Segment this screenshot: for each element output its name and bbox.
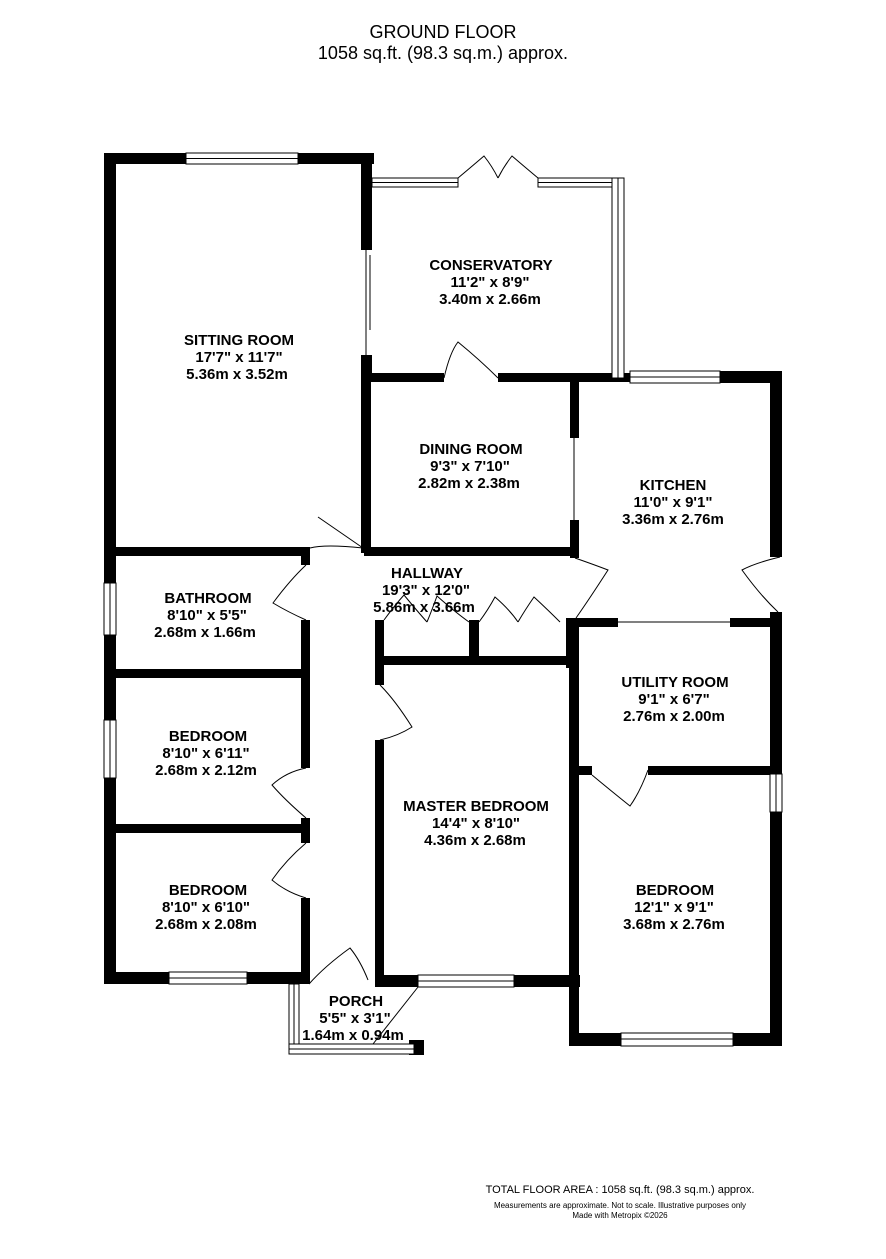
room-metric: 2.68m x 1.66m	[154, 624, 256, 641]
room-bedroom-1: BEDROOM 12'1" x 9'1" 3.68m x 2.76m	[623, 882, 725, 933]
room-dining-room: DINING ROOM 9'3" x 7'10" 2.82m x 2.38m	[418, 441, 523, 492]
room-metric: 1.64m x 0.94m	[302, 1027, 404, 1044]
room-imperial: 19'3" x 12'0"	[382, 582, 470, 599]
room-imperial: 8'10" x 5'5"	[167, 607, 247, 624]
credit: Made with Metropix ©2026	[572, 1211, 668, 1220]
room-kitchen: KITCHEN 11'0" x 9'1" 3.36m x 2.76m	[622, 477, 724, 528]
room-metric: 2.68m x 2.12m	[155, 762, 257, 779]
room-name: BEDROOM	[636, 882, 714, 899]
room-name: BEDROOM	[169, 882, 247, 899]
room-metric: 5.36m x 3.52m	[186, 366, 288, 383]
windows	[103, 152, 783, 1055]
room-imperial: 8'10" x 6'11"	[162, 745, 249, 762]
room-imperial: 5'5" x 3'1"	[319, 1010, 390, 1027]
room-name: SITTING ROOM	[184, 332, 294, 349]
room-name: PORCH	[329, 993, 383, 1010]
floor-title: GROUND FLOOR	[369, 22, 517, 42]
room-bedroom-3: BEDROOM 8'10" x 6'10" 2.68m x 2.08m	[155, 882, 257, 933]
room-imperial: 11'2" x 8'9"	[451, 274, 530, 291]
plan-header: GROUND FLOOR 1058 sq.ft. (98.3 sq.m.) ap…	[0, 22, 886, 64]
room-utility-room: UTILITY ROOM 9'1" x 6'7" 2.76m x 2.00m	[621, 674, 728, 725]
room-metric: 2.68m x 2.08m	[155, 916, 257, 933]
room-labels: SITTING ROOM 17'7" x 11'7" 5.36m x 3.52m…	[154, 257, 728, 1044]
room-name: DINING ROOM	[419, 441, 522, 458]
room-imperial: 9'1" x 6'7"	[638, 691, 709, 708]
room-imperial: 9'3" x 7'10"	[430, 458, 510, 475]
room-imperial: 14'4" x 8'10"	[432, 815, 520, 832]
room-name: UTILITY ROOM	[621, 674, 728, 691]
room-conservatory: CONSERVATORY 11'2" x 8'9" 3.40m x 2.66m	[429, 257, 552, 308]
room-imperial: 8'10" x 6'10"	[162, 899, 250, 916]
room-metric: 5.86m x 3.66m	[373, 599, 475, 616]
room-master-bedroom: MASTER BEDROOM 14'4" x 8'10" 4.36m x 2.6…	[403, 798, 549, 849]
doors	[271, 155, 781, 1045]
room-name: BEDROOM	[169, 728, 247, 745]
room-name: KITCHEN	[640, 477, 707, 494]
room-metric: 3.68m x 2.76m	[623, 916, 725, 933]
disclaimer: Measurements are approximate. Not to sca…	[493, 1201, 747, 1210]
total-floor-area: TOTAL FLOOR AREA : 1058 sq.ft. (98.3 sq.…	[485, 1184, 755, 1196]
room-name: MASTER BEDROOM	[403, 798, 549, 815]
room-imperial: 12'1" x 9'1"	[634, 899, 714, 916]
room-metric: 3.40m x 2.66m	[439, 291, 541, 308]
room-bedroom-2: BEDROOM 8'10" x 6'11" 2.68m x 2.12m	[155, 728, 257, 779]
room-metric: 4.36m x 2.68m	[424, 832, 526, 849]
room-name: CONSERVATORY	[429, 257, 552, 274]
room-metric: 2.82m x 2.38m	[418, 475, 520, 492]
room-imperial: 11'0" x 9'1"	[634, 494, 713, 511]
room-bathroom: BATHROOM 8'10" x 5'5" 2.68m x 1.66m	[154, 590, 256, 641]
room-sitting-room: SITTING ROOM 17'7" x 11'7" 5.36m x 3.52m	[184, 332, 294, 383]
room-name: HALLWAY	[391, 565, 463, 582]
room-imperial: 17'7" x 11'7"	[195, 349, 282, 366]
room-metric: 3.36m x 2.76m	[622, 511, 724, 528]
room-name: BATHROOM	[164, 590, 251, 607]
room-porch: PORCH 5'5" x 3'1" 1.64m x 0.94m	[302, 993, 404, 1044]
room-hallway: HALLWAY 19'3" x 12'0" 5.86m x 3.66m	[373, 565, 475, 616]
floor-area-subtitle: 1058 sq.ft. (98.3 sq.m.) approx.	[317, 43, 569, 63]
room-metric: 2.76m x 2.00m	[623, 708, 725, 725]
